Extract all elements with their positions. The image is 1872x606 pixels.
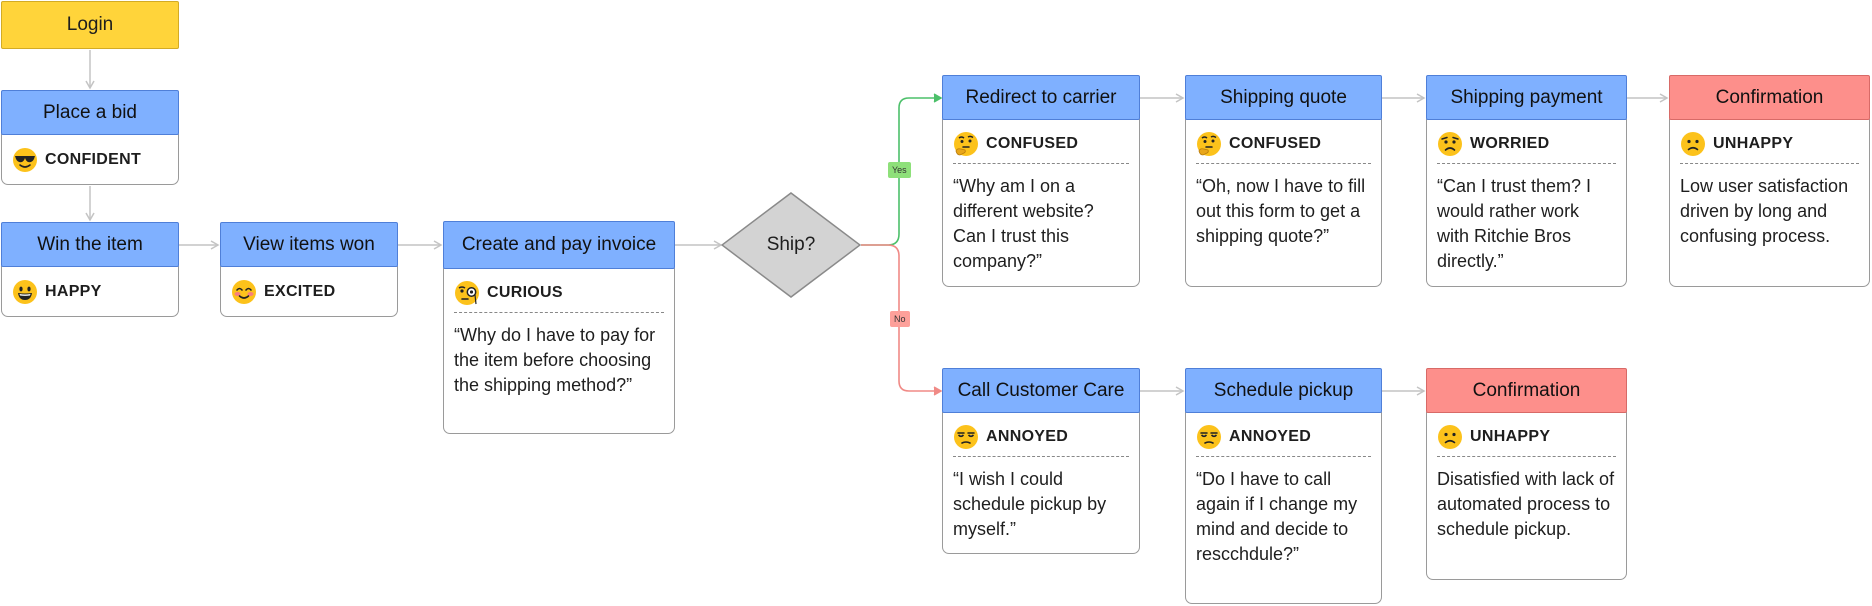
node-body: ANNOYED “Do I have to call again if I ch… [1185,412,1382,604]
node-confirmation-top: Confirmation UNHAPPY Low user satisfacti… [1669,75,1870,287]
node-view-items-won: View items won EXCITED [220,222,398,317]
emotion-row: CONFUSED [1196,131,1371,164]
emotion-row: CONFUSED [953,131,1129,164]
node-body: ANNOYED “I wish I could schedule pickup … [942,412,1140,554]
slightly-frowning-face-icon [1681,132,1705,156]
node-place-bid: Place a bid CONFIDENT [1,90,179,185]
node-title: View items won [220,222,398,267]
emotion-label: CURIOUS [487,284,563,301]
unamused-face-icon [1197,425,1221,449]
face-with-monocle-icon [455,281,479,305]
node-quote: Disatisfied with lack of automated proce… [1437,469,1615,539]
decision-label: Ship? [766,234,816,255]
yes-tag: Yes [888,162,911,178]
node-quote: “Why do I have to pay for the item befor… [454,325,656,395]
node-body: UNHAPPY Low user satisfaction driven by … [1669,119,1870,287]
node-shipping-payment: Shipping payment WORRIED “Can I trust th… [1426,75,1627,287]
node-title: Win the item [1,222,179,267]
emotion-label: WORRIED [1470,135,1550,152]
node-win-item: Win the item HAPPY [1,222,179,317]
emotion-label: EXCITED [264,283,336,300]
node-body: CONFIDENT [1,134,179,185]
decision-ship: Ship? [720,192,862,298]
node-shipping-quote: Shipping quote CONFUSED “Oh, now I have … [1185,75,1382,287]
emotion-row: ANNOYED [953,424,1129,457]
node-title: Confirmation [1426,368,1627,413]
smiling-face-with-smiling-eyes-icon [232,280,256,304]
smiling-face-with-sunglasses-icon [13,148,37,172]
node-body: CONFUSED “Oh, now I have to fill out thi… [1185,119,1382,287]
node-title: Confirmation [1669,75,1870,120]
node-quote: “Why am I on a different website? Can I … [953,176,1094,271]
emotion-row: WORRIED [1437,131,1616,164]
node-title: Shipping quote [1185,75,1382,120]
node-title: Place a bid [1,90,179,135]
node-body: EXCITED [220,266,398,317]
node-body: WORRIED “Can I trust them? I would rathe… [1426,119,1627,287]
emotion-row: CONFIDENT [12,144,168,176]
emotion-label: CONFUSED [986,135,1079,152]
decision-diamond-shape [720,192,862,298]
node-confirmation-bottom: Confirmation UNHAPPY Disatisfied with la… [1426,368,1627,580]
node-body: UNHAPPY Disatisfied with lack of automat… [1426,412,1627,580]
emotion-label: ANNOYED [986,428,1069,445]
node-title: Redirect to carrier [942,75,1140,120]
node-create-pay-invoice: Create and pay invoice CURIOUS “Why do I… [443,221,675,434]
node-quote: “I wish I could schedule pickup by mysel… [953,469,1107,539]
emotion-row: HAPPY [12,276,168,308]
login-label: Login [1,1,179,49]
emotion-label: UNHAPPY [1713,135,1794,152]
thinking-face-icon [1197,132,1221,156]
node-quote: “Oh, now I have to fill out this form to… [1196,176,1366,246]
node-quote: “Can I trust them? I would rather work w… [1437,176,1592,271]
no-tag: No [890,311,910,327]
emotion-label: UNHAPPY [1470,428,1551,445]
emotion-label: CONFIDENT [45,151,142,168]
node-schedule-pickup: Schedule pickup ANNOYED “Do I have to ca… [1185,368,1382,604]
node-title: Shipping payment [1426,75,1627,120]
unamused-face-icon [954,425,978,449]
node-title: Schedule pickup [1185,368,1382,413]
emotion-row: UNHAPPY [1437,424,1616,457]
worried-face-icon [1438,132,1462,156]
node-body: CURIOUS “Why do I have to pay for the it… [443,268,675,434]
grinning-face-icon [13,280,37,304]
emotion-row: CURIOUS [454,280,664,313]
node-quote: “Do I have to call again if I change my … [1196,469,1358,564]
emotion-label: CONFUSED [1229,135,1322,152]
emotion-row: ANNOYED [1196,424,1371,457]
node-call-customer-care: Call Customer Care ANNOYED “I wish I cou… [942,368,1140,554]
node-quote: Low user satisfaction driven by long and… [1680,176,1849,246]
emotion-label: HAPPY [45,283,102,300]
thinking-face-icon [954,132,978,156]
slightly-frowning-face-icon [1438,425,1462,449]
node-title: Call Customer Care [942,368,1140,413]
emotion-row: EXCITED [231,276,387,308]
node-title: Create and pay invoice [443,221,675,269]
node-redirect-carrier: Redirect to carrier CONFUSED “Why am I o… [942,75,1140,287]
emotion-row: UNHAPPY [1680,131,1859,164]
emotion-label: ANNOYED [1229,428,1312,445]
node-body: CONFUSED “Why am I on a different websit… [942,119,1140,287]
login-node: Login [1,1,179,49]
node-body: HAPPY [1,266,179,317]
